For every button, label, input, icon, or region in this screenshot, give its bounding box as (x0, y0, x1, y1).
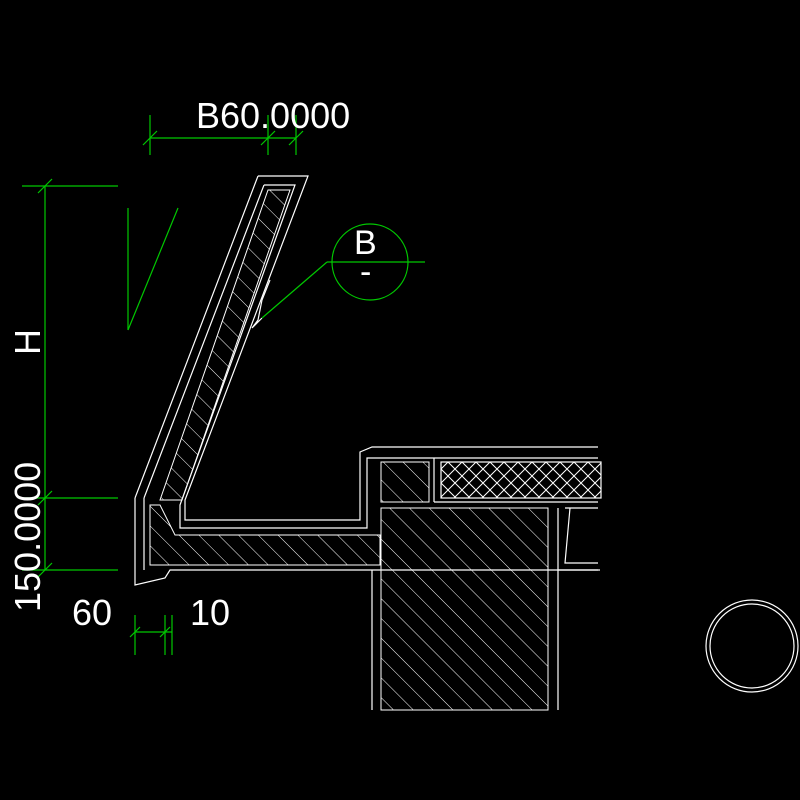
top-dimension-label: B60.0000 (196, 95, 350, 136)
wall-section (134, 175, 602, 711)
insulation-layer (440, 461, 602, 499)
bottom-dimension-right: 10 (190, 592, 230, 633)
column-concrete (380, 507, 549, 711)
bottom-dimension-left: 60 (72, 592, 112, 633)
drawing-symbol-circle (705, 599, 799, 693)
parapet-concrete (159, 189, 291, 501)
dimension-lines (22, 115, 425, 655)
callout-subtext: - (360, 253, 371, 291)
left-dimension-value: 150.0000 (7, 462, 48, 612)
height-label: H (7, 329, 48, 355)
base-slab-concrete (149, 504, 381, 566)
callout-letter: B (354, 224, 377, 262)
section-callout-circle (331, 223, 409, 301)
upper-block (380, 461, 430, 503)
